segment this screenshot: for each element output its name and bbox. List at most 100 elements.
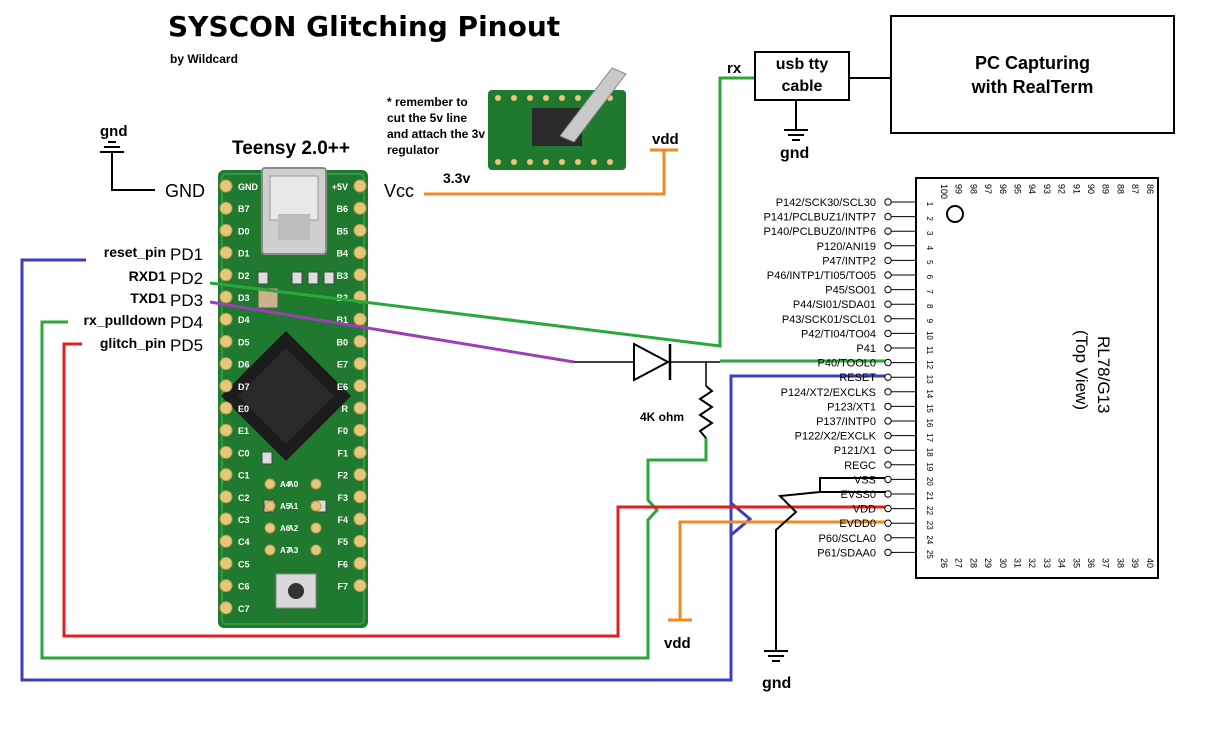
teensy-pin-label: +5V	[332, 182, 348, 192]
smd-component	[307, 271, 319, 285]
teensy-pin-label: F6	[337, 559, 348, 569]
mcu-pin-number: 7	[925, 289, 934, 294]
mcu-pin-dot	[884, 212, 892, 221]
teensy-pin-label: C7	[238, 604, 250, 614]
teensy-inner-pin-pad	[310, 500, 322, 512]
mcu-pin-number: 6	[925, 275, 934, 280]
teensy-vcc-label: Vcc	[384, 181, 414, 201]
vdd-label: vdd	[664, 635, 691, 652]
teensy-pin-label: C1	[238, 471, 250, 481]
mcu-bottom-pin-number: 38	[1115, 558, 1125, 568]
teensy-pin-pad	[353, 579, 367, 593]
mcu-pin-number: 15	[925, 404, 934, 413]
teensy-pin-label: C2	[238, 493, 250, 503]
teensy-pin-label: C0	[238, 448, 250, 458]
mcu-pin-number: 19	[925, 462, 934, 471]
teensy-pin-pad	[353, 534, 367, 548]
teensy-pin-pad	[219, 534, 233, 548]
gnd-label: gnd	[780, 145, 809, 162]
gnd-label: gnd	[100, 123, 128, 140]
mcu-bottom-pin-number: 33	[1042, 558, 1052, 568]
teensy-pin-label: F2	[337, 471, 348, 481]
teensy-pin-label: D5	[238, 337, 250, 347]
gnd-label: gnd	[762, 675, 791, 692]
usb-connector-mouth	[278, 214, 310, 240]
mcu-pin-dot	[884, 475, 892, 484]
teensy-pin-label: F5	[337, 537, 348, 547]
regulator-pad	[495, 95, 501, 101]
mcu-pin-number: 25	[925, 550, 934, 559]
teensy-pin-pad	[219, 312, 233, 326]
mcu-pin-number: 9	[925, 319, 934, 324]
mcu-pin-label: VDD	[853, 504, 876, 516]
mcu-pin-dot	[884, 344, 892, 352]
signal-name-label: TXD1	[130, 290, 166, 306]
teensy-inner-pin-pad	[264, 522, 276, 534]
mcu-pin-number: 17	[925, 433, 934, 442]
mcu-pin-number: 1	[925, 202, 934, 207]
teensy-inner-pin-pad	[264, 544, 276, 556]
smd-component	[291, 271, 303, 285]
regulator-pad	[559, 95, 565, 101]
glitch-wire	[62, 342, 888, 638]
signal-name-label: glitch_pin	[100, 335, 166, 351]
teensy-pin-label: E6	[337, 382, 348, 392]
mcu-pin-number: 21	[925, 492, 934, 501]
teensy-name: Teensy 2.0++	[232, 138, 350, 159]
usb-tty-cable-box: usb tty cable	[754, 51, 850, 101]
regulator-pad	[543, 159, 549, 165]
pc-box: PC Capturing with RealTerm	[890, 15, 1175, 134]
teensy-pin-pad	[219, 579, 233, 593]
mcu-top-pin-number: 100	[939, 184, 949, 199]
usb-tty-cable-label: usb tty cable	[775, 56, 829, 95]
mcu-pin-number: 23	[925, 521, 934, 530]
mcu-bottom-pin-number: 35	[1071, 558, 1081, 568]
mcu-bottom-pin-number: 37	[1101, 558, 1111, 568]
teensy-pin-label: E0	[238, 404, 249, 414]
regulator-pad	[527, 95, 533, 101]
teensy-inner-pin-label: A2	[288, 524, 299, 533]
teensy-pin-label: B7	[238, 204, 250, 214]
mcu-pin-dot	[884, 242, 892, 250]
rx-label: rx	[727, 60, 742, 77]
teensy-pin-pad	[219, 423, 233, 437]
regulator-pad	[575, 95, 581, 101]
teensy-pin-label: F1	[337, 448, 348, 458]
mcu-pin-label: P122/X2/EXCLK	[795, 431, 877, 443]
mcu-top-pin-number: 87	[1130, 184, 1140, 194]
mcu-pin-label: EVSS0	[841, 489, 876, 501]
teensy-inner-pin-pad	[310, 478, 322, 490]
mcu-pin-dot	[884, 548, 892, 557]
note-line: cut the 5v line	[387, 111, 468, 125]
teensy-inner-pin-label: A5	[280, 502, 291, 511]
mcu-pin-number: 18	[925, 448, 934, 457]
teensy-pin-label: F7	[337, 582, 348, 592]
teensy-pin-label: F3	[337, 493, 348, 503]
mcu-pin-dot	[884, 300, 892, 308]
regulator-pad	[527, 159, 533, 165]
mcu-top-pin-number: 99	[954, 184, 964, 194]
mcu-bottom-pin-number: 30	[998, 558, 1008, 568]
mcu-pin-dot	[884, 446, 892, 454]
mcu-top-pin-number: 95	[1013, 184, 1023, 194]
teensy-pin-pad	[353, 268, 367, 282]
mcu-top-pin-number: 89	[1101, 184, 1111, 194]
mcu-pin-number: 11	[925, 346, 934, 355]
note-line: regulator	[387, 143, 440, 157]
mcu-bottom-pin-number: 31	[1013, 558, 1023, 568]
mcu-pin-dot	[884, 490, 892, 498]
signal-name-label: rx_pulldown	[84, 312, 166, 328]
teensy-pin-pad	[219, 468, 233, 482]
teensy-pin-label: C4	[238, 537, 250, 547]
mcu-pin-dot	[884, 519, 892, 527]
vcc-wire	[424, 150, 666, 196]
mcu-bottom-pin-number: 28	[968, 558, 978, 568]
mcu-pin-dot	[884, 534, 892, 542]
mcu-top-pin-number: 90	[1086, 184, 1096, 194]
teensy-pin-pad	[219, 445, 233, 459]
note-line: * remember to	[387, 95, 468, 109]
mcu-name-label: RL78/G13	[1094, 336, 1113, 414]
mcu-top-pin-number: 96	[998, 184, 1008, 194]
mcu-pin-label: EVDD0	[839, 518, 876, 530]
